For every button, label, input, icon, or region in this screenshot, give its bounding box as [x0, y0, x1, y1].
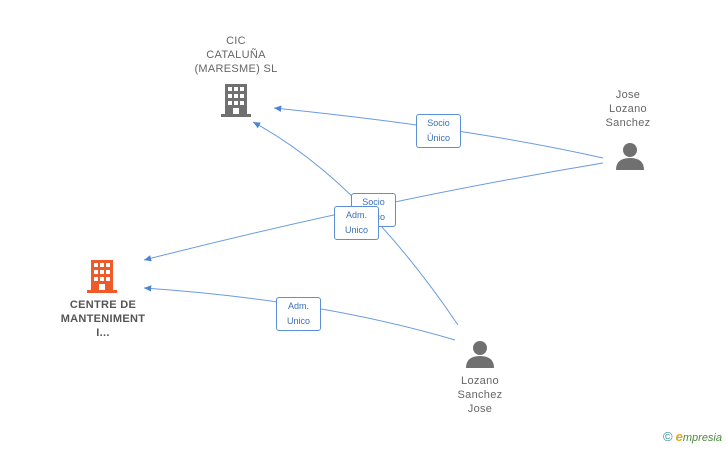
node-label-lozano-jose[interactable]: Lozano Sanchez Jose	[457, 375, 503, 415]
edge-label-lozano-to-centre[interactable]: Adm. Unico	[276, 297, 321, 331]
copyright-symbol: ©	[663, 429, 673, 444]
building-icon[interactable]	[87, 260, 117, 293]
edge-label-jose-to-cic[interactable]: Socio Único	[416, 114, 461, 148]
brand-name: mpresia	[682, 432, 722, 444]
node-label-centre[interactable]: CENTRE DE MANTENIMENT I...	[60, 299, 146, 339]
edge-label-lozano-to-cic[interactable]: Adm. Unico	[334, 206, 379, 240]
brand-logo[interactable]: © empresia	[663, 429, 722, 444]
person-icon[interactable]	[466, 341, 494, 368]
person-icon[interactable]	[616, 143, 644, 170]
node-label-jose-lozano[interactable]: Jose Lozano Sanchez	[605, 89, 651, 129]
building-icon[interactable]	[221, 84, 251, 117]
brand-e-mark: e	[675, 429, 683, 444]
node-label-cic[interactable]: CIC CATALUÑA (MARESME) SL	[194, 35, 278, 75]
